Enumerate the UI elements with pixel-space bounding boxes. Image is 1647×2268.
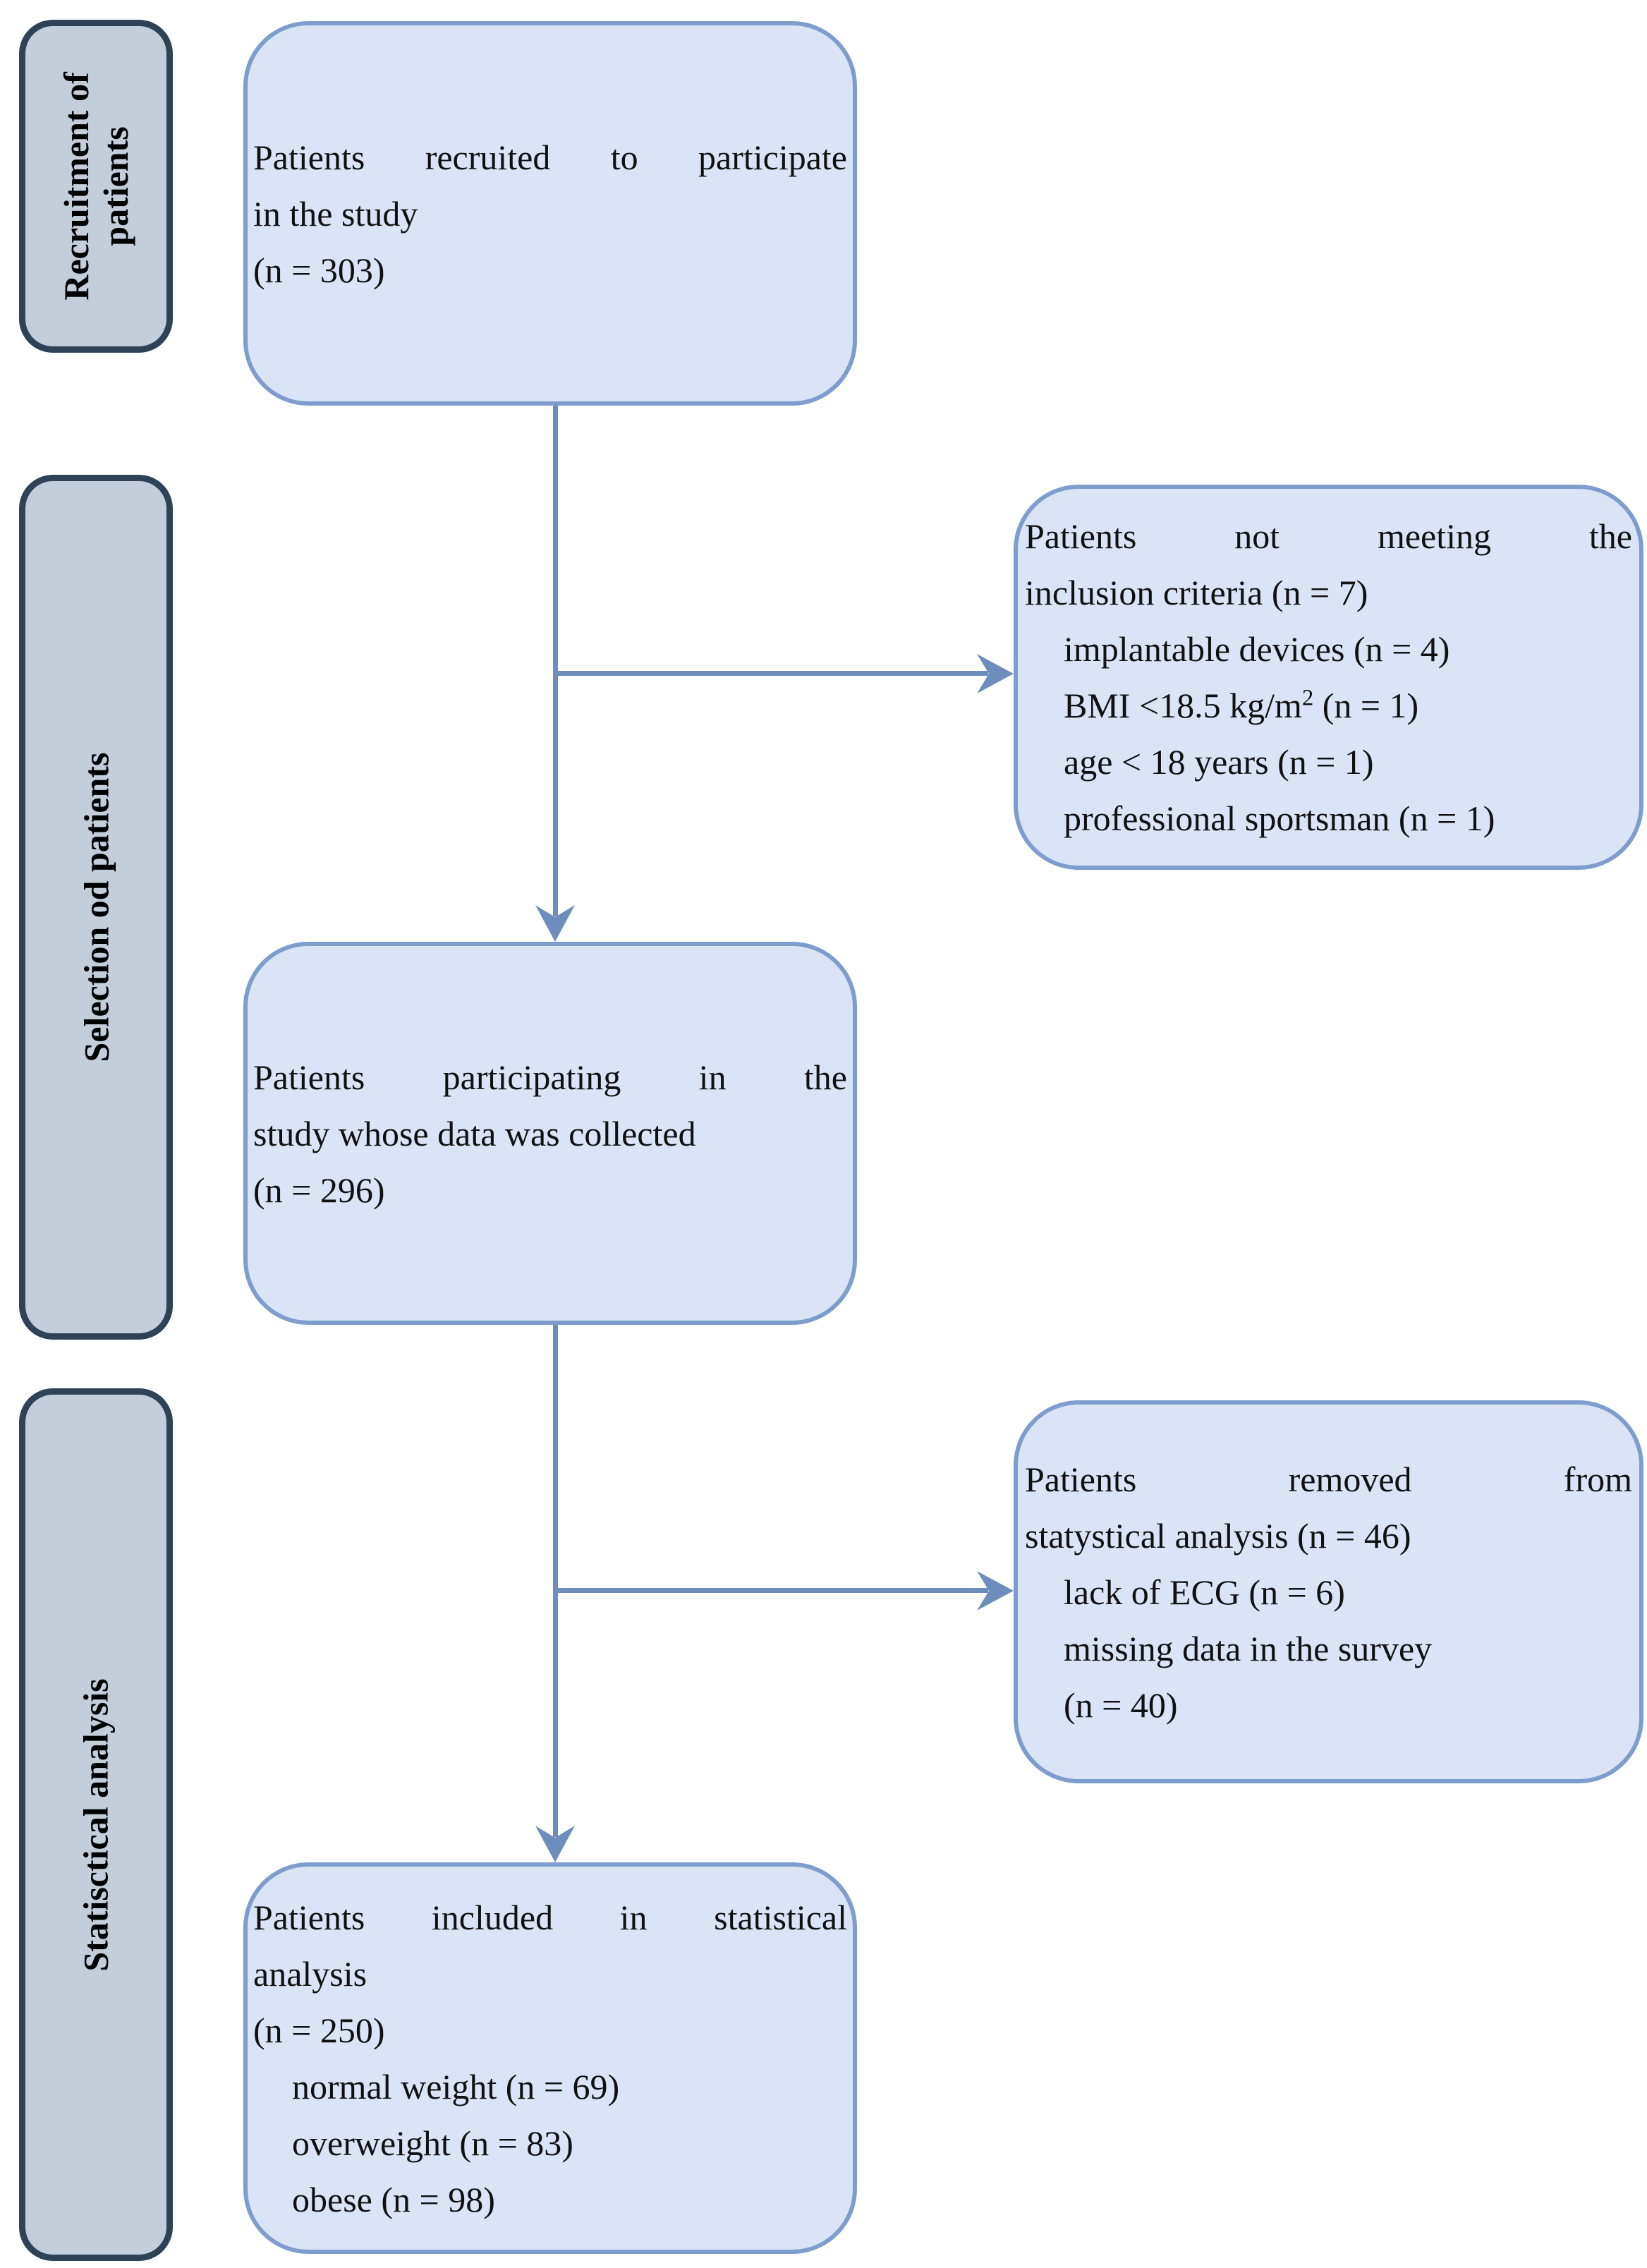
flow-box-text-line: Patients participating in the bbox=[253, 1057, 847, 1097]
stage-label-line: patients bbox=[96, 126, 135, 246]
flow-box-text-line: Patients recruited to participate bbox=[253, 137, 847, 177]
flow-box-included: Patients included in statistical analysi… bbox=[243, 1862, 857, 2254]
stage-label-recruitment: Recruitment of patients bbox=[19, 20, 173, 353]
removal-item-count: (n = 40) bbox=[1064, 1685, 1178, 1725]
weight-group-item: normal weight (n = 69) bbox=[292, 2066, 620, 2106]
stage-label-statistical: Statisctical analysis bbox=[19, 1388, 173, 2261]
connector-branch-1 bbox=[553, 671, 988, 676]
arrowhead-down-icon bbox=[535, 1826, 575, 1862]
flow-box-recruited: Patients recruited to participate in the… bbox=[243, 21, 857, 406]
side-box-text-line: inclusion criteria (n = 7) bbox=[1025, 573, 1368, 612]
removal-item: lack of ECG (n = 6) bbox=[1064, 1572, 1345, 1612]
removal-item: missing data in the survey bbox=[1064, 1628, 1433, 1668]
stage-label-line: Recruitment of bbox=[56, 72, 96, 301]
stage-label-statistical-text: Statisctical analysis bbox=[76, 1678, 116, 1971]
side-box-text-line: statystical analysis (n = 46) bbox=[1025, 1515, 1411, 1556]
exclusion-item: age < 18 years (n = 1) bbox=[1064, 742, 1374, 782]
stage-label-line: Statisctical analysis bbox=[76, 1678, 116, 1972]
arrowhead-shape bbox=[535, 1826, 575, 1862]
stage-label-line: Selection od patients bbox=[76, 752, 116, 1062]
arrowhead-down-icon bbox=[535, 905, 575, 942]
connector-vertical-2 bbox=[553, 1325, 558, 1837]
bmi-superscript: 2 bbox=[1301, 685, 1314, 711]
flow-box-count: (n = 296) bbox=[253, 1170, 385, 1210]
side-box-text-line: Patients not meeting the bbox=[1025, 516, 1632, 556]
flow-box-count: (n = 303) bbox=[253, 250, 385, 290]
arrowhead-right-icon bbox=[977, 1571, 1014, 1611]
flow-box-participating: Patients participating in the study whos… bbox=[243, 942, 857, 1325]
connector-branch-2 bbox=[553, 1588, 988, 1593]
side-box-text-line: Patients removed from bbox=[1025, 1459, 1632, 1499]
arrowhead-shape bbox=[977, 1571, 1014, 1611]
bmi-text: BMI <18.5 kg/m bbox=[1064, 686, 1302, 725]
arrowhead-shape bbox=[535, 905, 575, 942]
arrowhead-right-icon bbox=[977, 654, 1014, 693]
exclusion-item-bmi: BMI <18.5 kg/m2 (n = 1) bbox=[1025, 677, 1632, 734]
stage-label-selection: Selection od patients bbox=[19, 475, 173, 1340]
arrowhead-shape bbox=[977, 654, 1014, 693]
exclusion-item: professional sportsman (n = 1) bbox=[1064, 799, 1495, 838]
flow-box-text-line: analysis bbox=[253, 1953, 367, 1994]
weight-group-item: obese (n = 98) bbox=[292, 2179, 495, 2219]
side-box-exclusions: Patients not meeting the inclusion crite… bbox=[1014, 485, 1643, 870]
flow-box-text-line: study whose data was collected bbox=[253, 1113, 696, 1153]
weight-group-item: overweight (n = 83) bbox=[292, 2123, 573, 2163]
bmi-count: (n = 1) bbox=[1313, 686, 1419, 725]
flow-box-text-line: Patients included in statistical bbox=[253, 1897, 847, 1937]
connector-vertical-1 bbox=[553, 406, 558, 916]
side-box-removed: Patients removed from statystical analys… bbox=[1014, 1400, 1643, 1783]
stage-label-selection-text: Selection od patients bbox=[76, 753, 116, 1062]
exclusion-item: implantable devices (n = 4) bbox=[1064, 629, 1450, 669]
flow-box-text-line: in the study bbox=[253, 193, 418, 234]
flow-box-count: (n = 250) bbox=[253, 2010, 385, 2050]
stage-label-recruitment-text: Recruitment of patients bbox=[56, 72, 135, 301]
